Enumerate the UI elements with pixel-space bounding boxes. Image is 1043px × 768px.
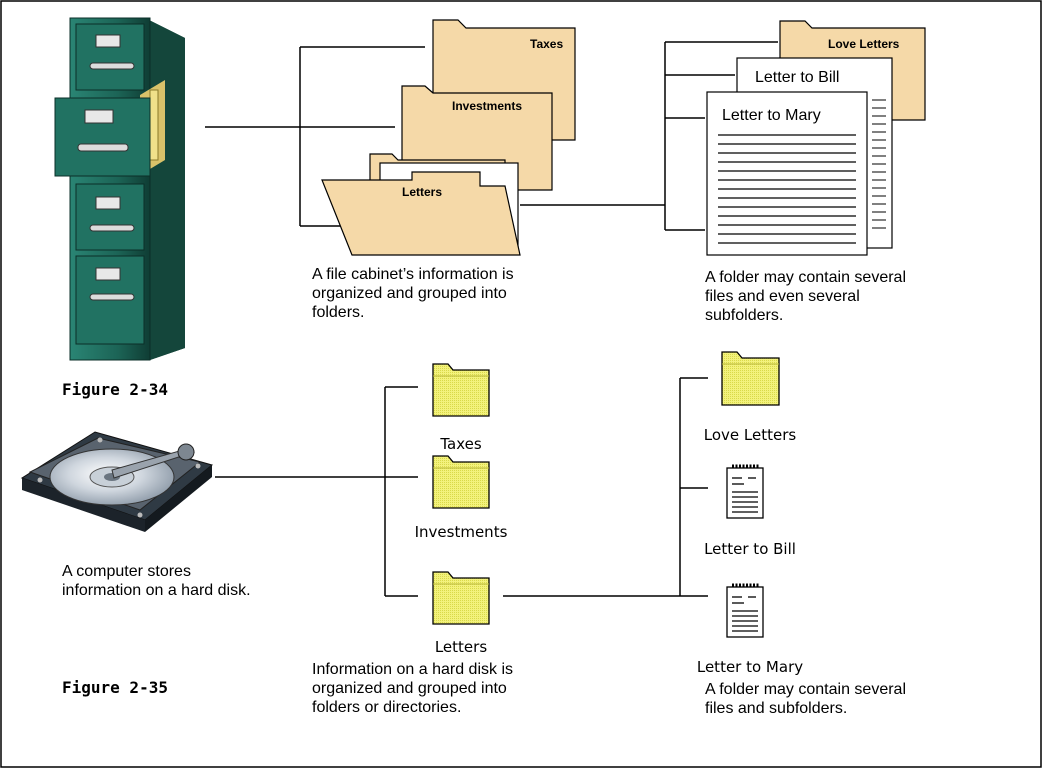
folder-icon-love-letters [721,351,780,406]
file-cabinet-illustration [54,17,185,361]
folder-label-taxes: Taxes [530,37,563,51]
folder-label-love-letters: Love Letters [828,37,900,51]
icon-label-letter-to-mary: Letter to Mary [696,658,804,676]
folder-connectors [520,41,778,231]
folder-icon-taxes [432,363,490,417]
figure-label-2-34: Figure 2-34 [62,380,168,399]
folder-label-investments: Investments [452,99,522,113]
folder-icon-letters [432,571,490,625]
doc-title-letter-to-mary: Letter to Mary [722,107,821,124]
manila-folder-letters: Letters [321,153,521,256]
caption-subfolders: A folder may contain several files and s… [705,681,906,717]
icon-label-letters: Letters [434,638,488,656]
folder-icon-investments [432,455,490,509]
caption-file-cabinet: A file cabinet’s information is organize… [312,266,514,321]
hard-disk-illustration [20,431,214,532]
icon-label-love-letters: Love Letters [703,426,797,444]
disk-connectors [215,377,708,597]
icon-label-taxes: Taxes [440,435,482,453]
document-letter-to-mary: Letter to Mary [706,91,868,256]
cabinet-connectors [205,46,425,227]
document-icon-letter-to-bill [726,464,764,519]
caption-disk-organization: Information on a hard disk is organized … [312,661,513,716]
doc-title-letter-to-bill: Letter to Bill [755,69,839,86]
figure-label-2-35: Figure 2-35 [62,678,168,697]
icon-label-investments: Investments [414,523,508,541]
folder-label-letters: Letters [402,185,442,199]
caption-folder-contents: A folder may contain several files and e… [705,269,906,324]
document-icon-letter-to-mary [726,583,764,638]
icon-label-letter-to-bill: Letter to Bill [704,540,796,558]
caption-hard-disk: A computer stores information on a hard … [62,563,251,599]
